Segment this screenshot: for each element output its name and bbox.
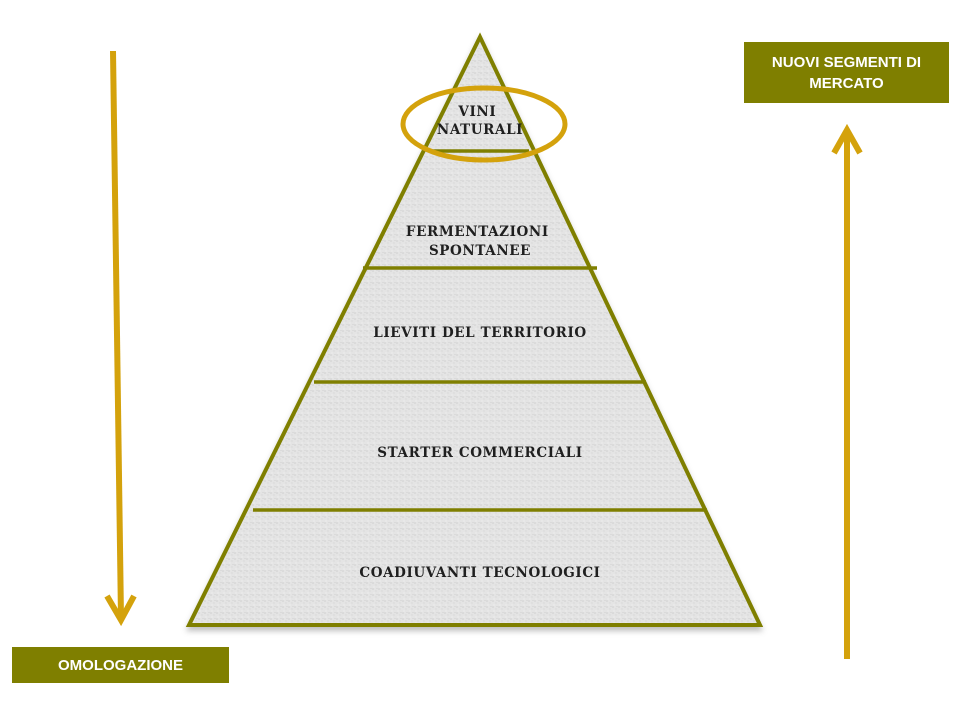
label-omologazione-text: OMOLOGAZIONE [58,656,183,674]
highlight-ellipse [400,85,568,163]
arrow-down-icon [104,50,137,627]
tier-label-vini-naturali: VINI NATURALI [437,104,523,138]
tier-dividers [253,149,707,512]
label-nuovi-segmenti-di-mercato: NUOVI SEGMENTI DI MERCATO [744,42,949,103]
arrow-up-icon [831,123,863,659]
tier-label-coadiuvanti-tecnologici: COADIUVANTI TECNOLOGICI [359,565,600,581]
tier-label-fermentazioni-spontanee: FERMENTAZIONI SPONTANEE [406,224,554,259]
label-omologazione: OMOLOGAZIONE [12,647,229,683]
pyramid [185,32,764,627]
tier-label-lieviti-del-territorio: LIEVITI DEL TERRITORIO [373,325,587,341]
tier-label-starter-commerciali: STARTER COMMERCIALI [377,445,582,461]
label-nuovi-segmenti-text: NUOVI SEGMENTI DI MERCATO [771,53,922,92]
